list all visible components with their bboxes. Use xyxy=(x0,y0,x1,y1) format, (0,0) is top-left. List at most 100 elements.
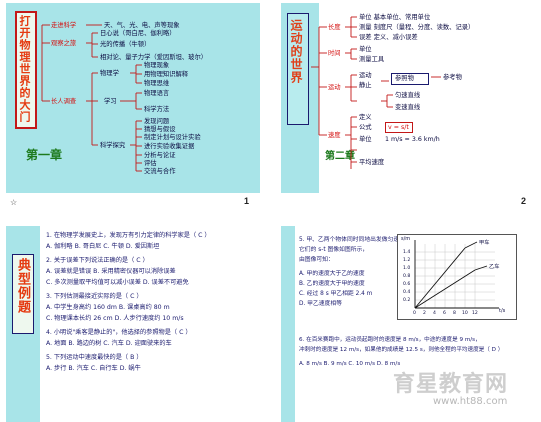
question-line: 3. 下列估测最接近实际的是（ C ） xyxy=(46,293,143,300)
question-line: A. 误差就是错误 B. 采用精密仪器可以消除误差 xyxy=(46,268,176,275)
col3-item: 评估 xyxy=(144,160,157,167)
chapter-label: 第一章 xyxy=(26,148,63,162)
col3-item: 物理思维 xyxy=(144,80,170,87)
branch-speed: 速度 xyxy=(328,132,341,139)
slide-2-title: 运动的世界 xyxy=(289,19,303,84)
x-tick: 2 xyxy=(423,311,426,316)
slide-4[interactable]: 5. 甲、乙两个物体同时同地出发做匀速直线运动， 它们的 s-t 图像如图所示，… xyxy=(281,226,535,422)
q5-line: D. 甲乙速度相等 xyxy=(299,301,342,307)
question-line: 5. 下列运动中速度最快的是（ B ） xyxy=(46,354,143,361)
branch-time: 时间 xyxy=(328,50,341,57)
slide-3[interactable]: 典型例题 1. 在物理学发展史上，发现万有引力定律的科学家是（ C ） A. 伽… xyxy=(6,226,260,422)
motion-type: 匀速直线 xyxy=(395,92,421,99)
q6-line: 6. 在百米赛跑中，运动员起跑时的速度是 8 m/s，中途的速度是 9 m/s， xyxy=(299,337,481,343)
slide-1[interactable]: 打开物理世界的大门 第一章 走进科学 观察之旅 长人调查 天、气、光、电、声等现… xyxy=(6,3,260,193)
slide-3-title: 典型例题 xyxy=(15,258,30,314)
q5-line: 由图像可知： xyxy=(299,257,334,263)
slide-3-title-box xyxy=(12,254,34,334)
col3-item: 物理语言 xyxy=(144,90,170,97)
slide-4-accent-panel xyxy=(281,226,295,422)
x-tick: 4 xyxy=(433,311,436,316)
topic-guancha: 观察之旅 xyxy=(51,40,77,47)
reference-label: 参照物 xyxy=(395,75,414,82)
formula-value: v = s/t xyxy=(388,124,409,131)
graph-x-label: t/s xyxy=(499,308,506,314)
study-node: 学习 xyxy=(104,98,117,105)
st-graph xyxy=(414,240,499,309)
series-jia-label: 甲车 xyxy=(479,240,490,246)
motion-move: 运动 xyxy=(359,72,372,79)
series-jia-line xyxy=(414,247,466,309)
question-line: C. 物理课本长约 26 cm D. 人步行速度约 10 m/s xyxy=(46,315,184,322)
st-graph-frame xyxy=(397,234,517,320)
slide-1-title: 打开物理世界的大门 xyxy=(18,15,31,123)
col3-item: 物理现象 xyxy=(144,62,170,69)
speed-unit: 单位 xyxy=(359,136,372,143)
topic-diaocha: 长人调查 xyxy=(51,98,77,105)
question-line: 2. 关于误差下列说法正确的是（ C ） xyxy=(46,257,149,264)
q5-line: C. 经过 8 s 甲乙相距 2.4 m xyxy=(299,291,373,297)
branch-motion: 运动 xyxy=(328,84,341,91)
y-tick: 1.0 xyxy=(403,266,411,271)
length-measure: 测量 刻度尺（量程、分度、读数、记录） xyxy=(359,24,475,31)
light-text: 光的传播（牛顿） xyxy=(100,41,151,48)
question-line: C. 多次测量取平均值可以减小误差 D. 误差不可避免 xyxy=(46,279,189,286)
col3-item: 科学方法 xyxy=(144,106,170,113)
series-yi-line xyxy=(414,269,476,309)
slide-2[interactable]: 运动的世界 第二章 xyxy=(281,3,535,193)
question-line: A. 中学生身高约 160 dm B. 课桌高约 80 m xyxy=(46,304,170,311)
question-line: 4. 小明说"乘客是静止的"，他选择的参照物是（ C ） xyxy=(46,329,192,336)
length-unit: 单位 基本单位、常用单位 xyxy=(359,14,431,21)
series-yi-label: 乙车 xyxy=(489,264,500,270)
watermark-text: 育星教育网 xyxy=(393,372,509,397)
x-tick: 0 xyxy=(413,311,416,316)
chapter-label: 第二章 xyxy=(325,151,355,162)
physics-node: 物理学 xyxy=(100,70,119,77)
relativity-text: 相对论、量子力学（爱因斯坦、玻尔） xyxy=(100,54,208,61)
q6-line: A. 8 m/s B. 9 m/s C. 10 m/s D. 8 m/s xyxy=(299,361,401,367)
y-tick: 0.2 xyxy=(403,298,411,303)
time-unit: 单位 xyxy=(359,46,372,53)
col3-item: 进行实验收集证据 xyxy=(144,143,195,150)
x-tick: 12 xyxy=(472,311,478,316)
slide-2-page-number: 2 xyxy=(521,196,527,206)
y-tick: 0.4 xyxy=(403,290,411,295)
q5-line: B. 乙的速度大于甲的速度 xyxy=(299,281,365,287)
question-line: A. 地面 B. 路边的树 C. 汽车 D. 迎面驶来的车 xyxy=(46,340,172,347)
slide-1-star: ☆ xyxy=(10,198,18,207)
watermark-url: www.ht88.com xyxy=(433,396,508,407)
q5-line: 5. 甲、乙两个物体同时同地出发做匀速直线运动， xyxy=(299,237,429,243)
phenomena-text: 天、气、光、电、声等现象 xyxy=(104,22,180,29)
col3-item: 分析与论证 xyxy=(144,152,176,159)
question-line: A. 步行 B. 汽车 C. 自行车 D. 蜗牛 xyxy=(46,365,141,372)
slide-1-title-box xyxy=(15,11,37,129)
col3-item: 交流与合作 xyxy=(144,168,176,175)
motion-rest: 静止 xyxy=(359,82,372,89)
col3-item: 发现问题 xyxy=(144,118,170,125)
q5-line: A. 甲的速度大于乙的速度 xyxy=(299,271,365,277)
x-tick: 8 xyxy=(453,311,456,316)
col3-item: 猜想与假设 xyxy=(144,126,176,133)
slide-1-connectors xyxy=(41,24,142,172)
time-tool: 测量工具 xyxy=(359,56,385,63)
reference-box xyxy=(391,73,429,85)
question-line: 1. 在物理学发展史上，发现万有引力定律的科学家是（ C ） xyxy=(46,232,211,239)
speed-def: 定义 xyxy=(359,114,372,121)
topic-zoujin: 走进科学 xyxy=(51,22,77,29)
heliocentric-text: 日心说（哥白尼、伽利略） xyxy=(100,30,176,37)
speed-formula: 公式 xyxy=(359,124,372,131)
y-tick: 1.4 xyxy=(403,250,411,255)
col3-item: 用物理知识解释 xyxy=(144,71,189,78)
average-speed: 平均速度 xyxy=(359,159,385,166)
col3-item: 制定计划与设计实验 xyxy=(144,134,201,141)
length-error: 误差 定义、减小误差 xyxy=(359,34,418,41)
y-tick: 1.2 xyxy=(403,258,411,263)
graph-y-label: s/m xyxy=(401,236,411,242)
inquiry-node: 科学探究 xyxy=(100,142,126,149)
x-tick: 6 xyxy=(443,311,446,316)
reference-object: 参考物 xyxy=(443,74,462,81)
slide-1-page-number: 1 xyxy=(244,196,250,206)
motion-type: 变速直线 xyxy=(395,104,421,111)
slide-2-connectors xyxy=(311,16,441,169)
question-line: A. 伽利略 B. 哥白尼 C. 牛顿 D. 爱因斯坦 xyxy=(46,243,160,250)
